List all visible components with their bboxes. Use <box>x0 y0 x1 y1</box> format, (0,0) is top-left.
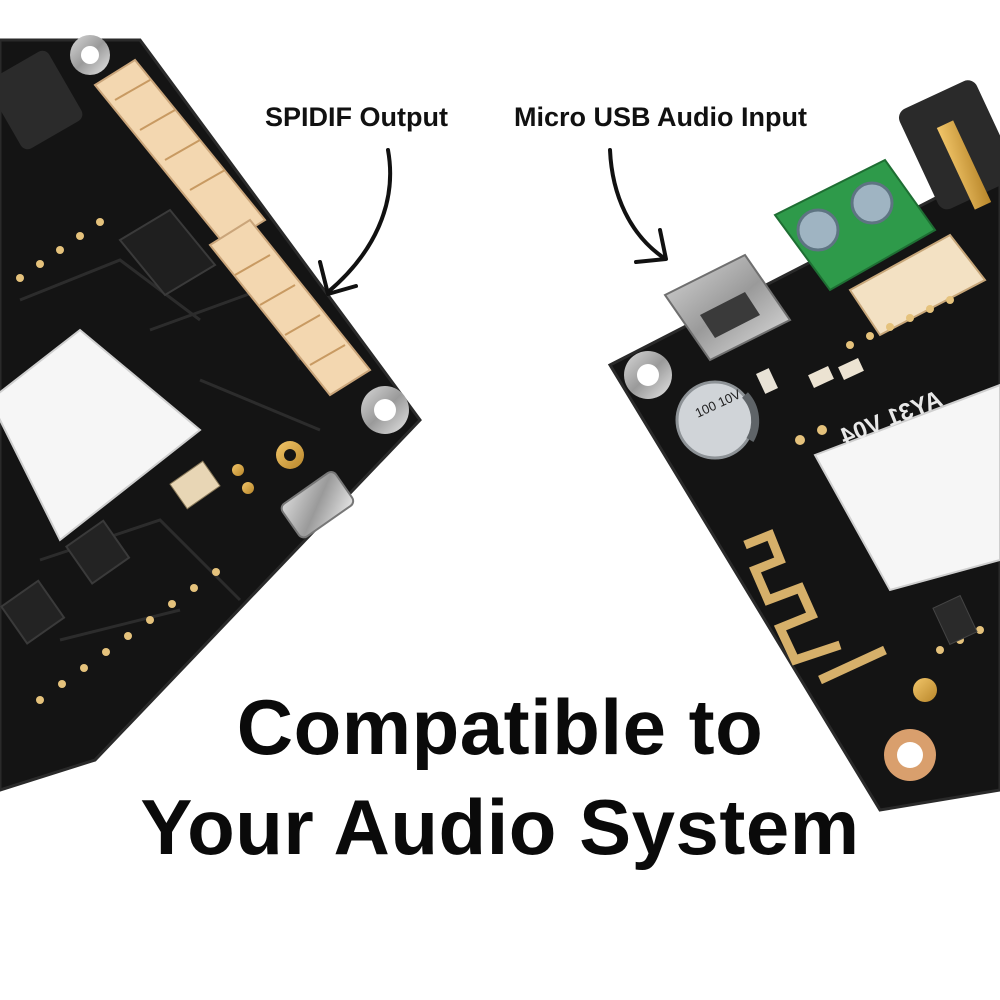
antenna-trace <box>743 529 887 685</box>
headline-line-1: Compatible to <box>236 683 764 771</box>
spdif-connector <box>93 58 372 397</box>
terminal-block <box>773 158 987 337</box>
module-shield <box>0 328 202 542</box>
module-shield <box>813 383 1000 592</box>
spdif-output-label: SPIDIF Output <box>265 102 448 132</box>
micro-usb-input-label: Micro USB Audio Input <box>514 102 807 132</box>
right-pcb-board: 100 10V AY31 V04 <box>607 80 1000 812</box>
micro-usb-port <box>663 253 792 362</box>
left-pcb-board <box>0 35 422 792</box>
arrow-down-icon <box>318 148 393 296</box>
arrow-down-icon <box>608 148 668 264</box>
headline-line-2: Your Audio System <box>140 783 860 871</box>
capacitor: 100 10V <box>675 380 760 460</box>
